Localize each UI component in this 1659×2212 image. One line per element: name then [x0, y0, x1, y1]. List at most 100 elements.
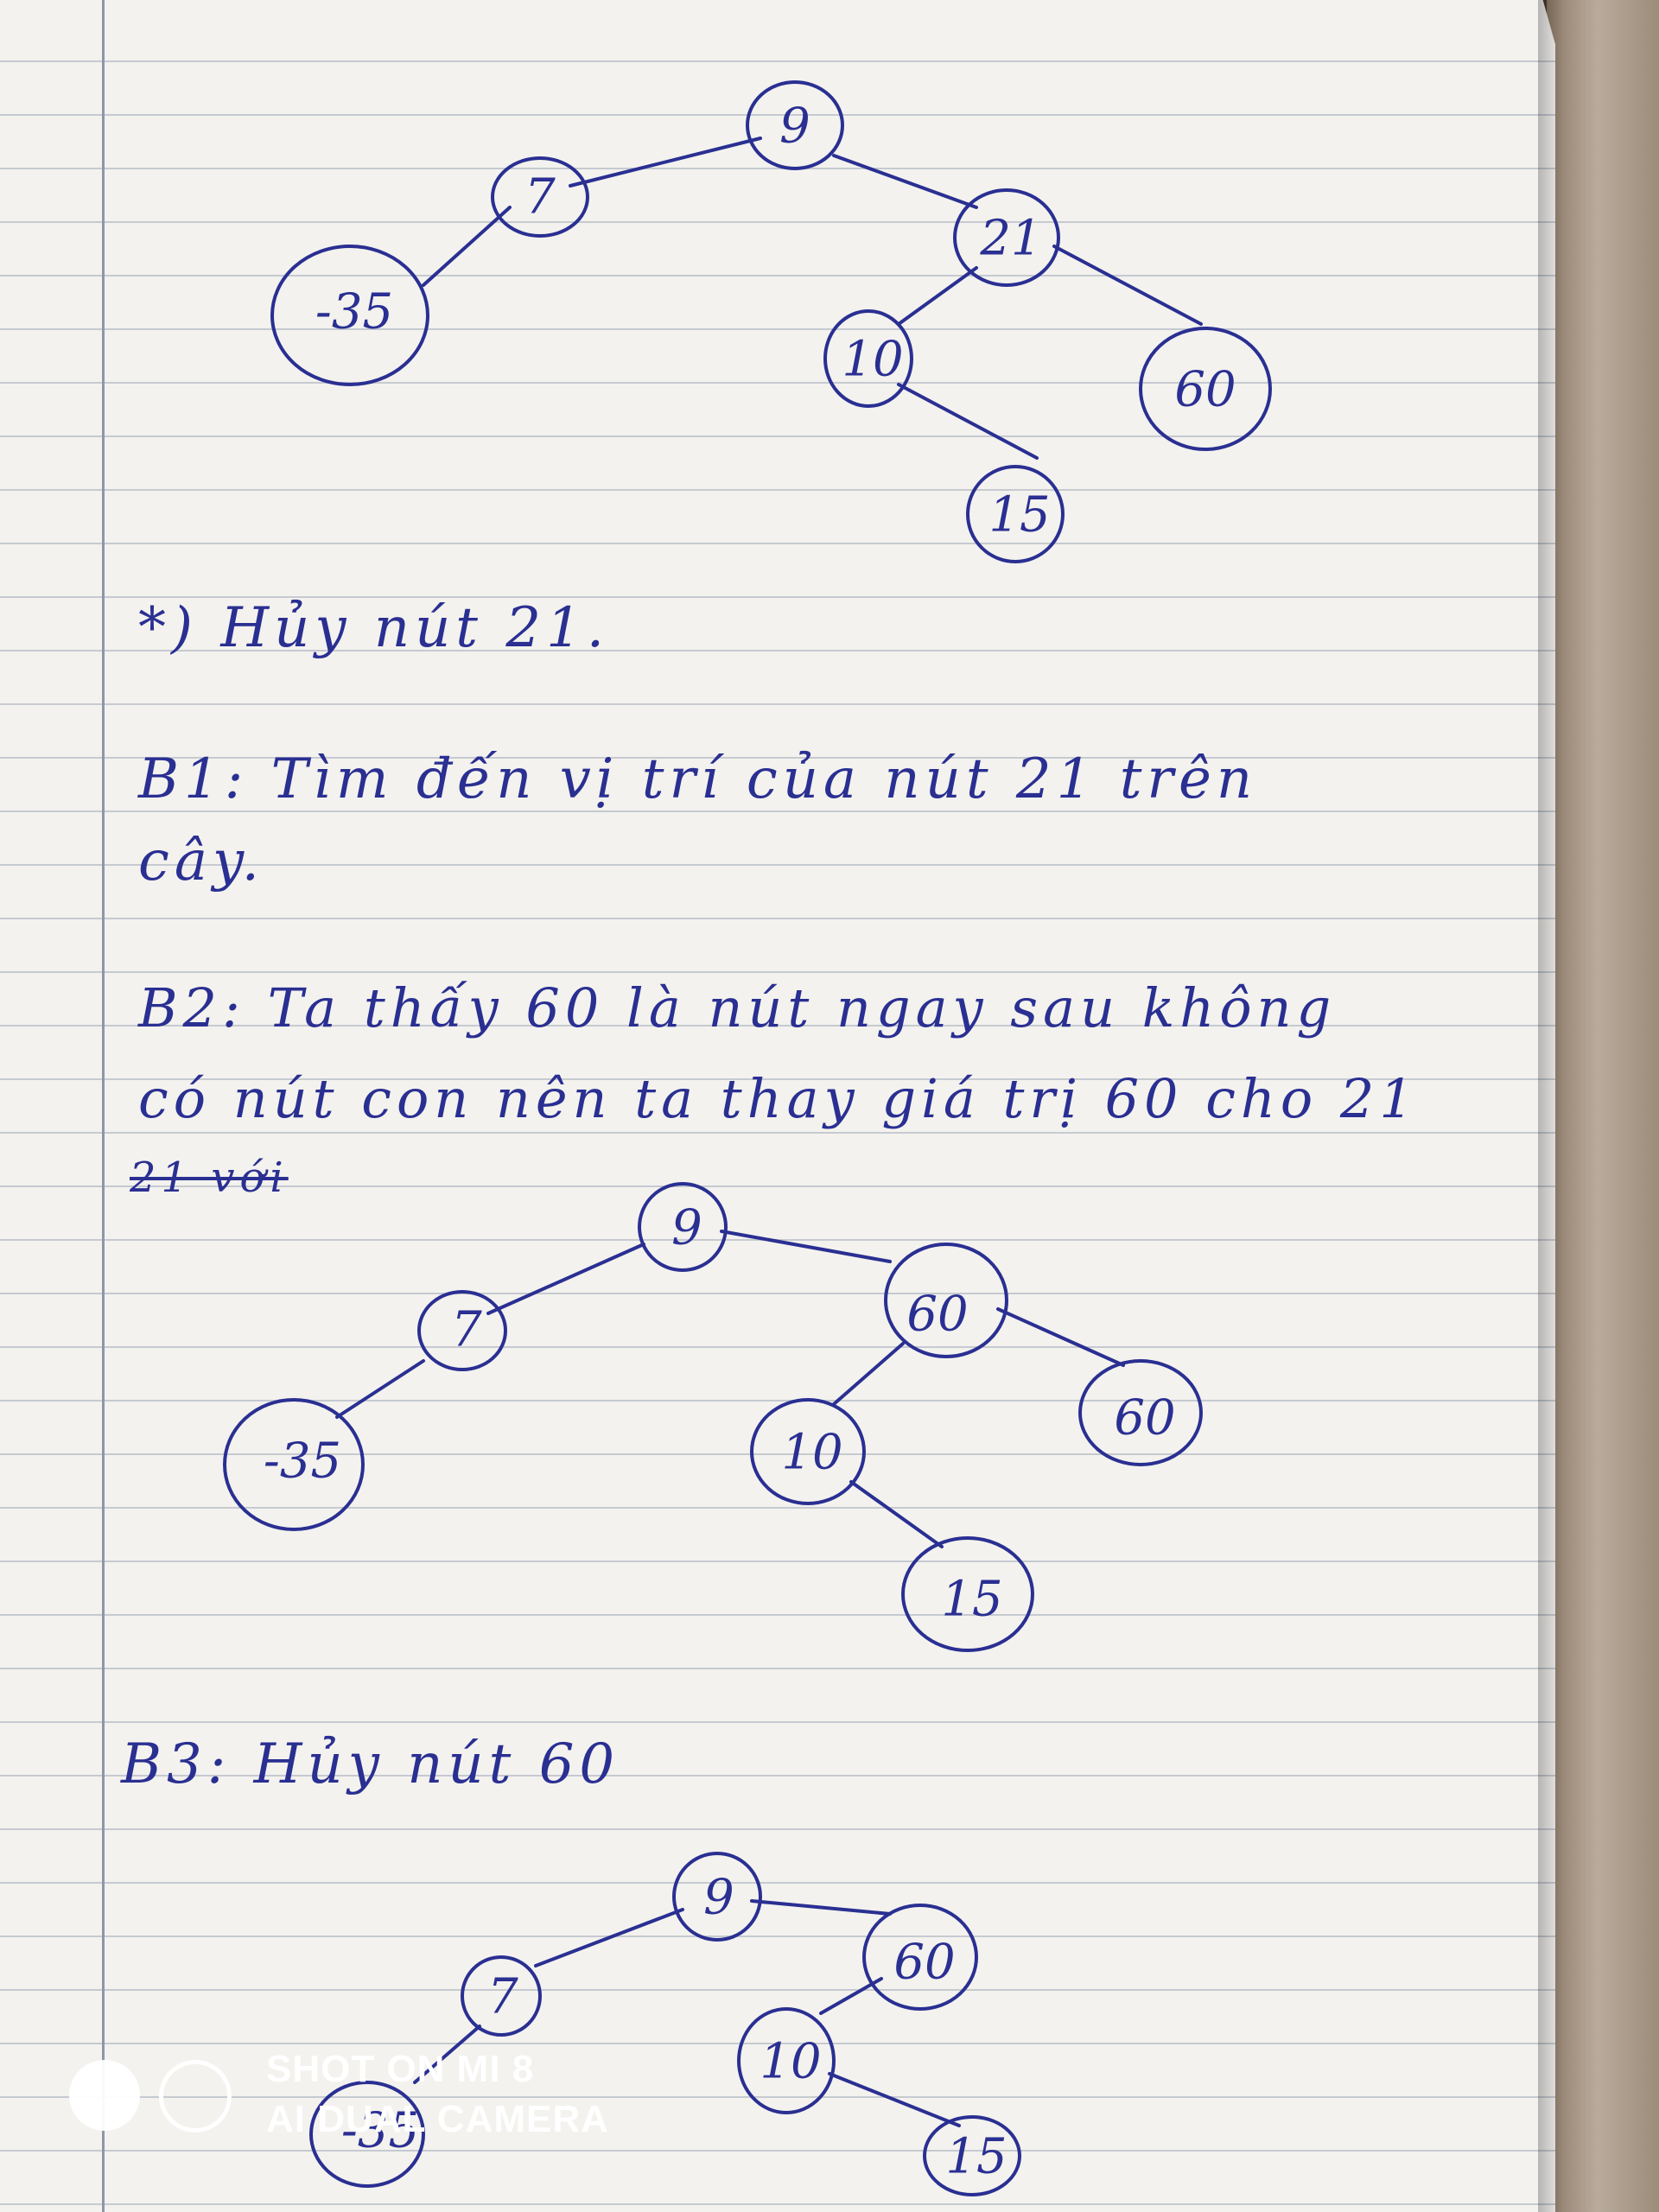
node-circle — [309, 2081, 425, 2188]
node-label: 9 — [703, 1870, 734, 1926]
ruled-line — [0, 918, 1555, 919]
node-circle — [1139, 327, 1272, 451]
ruled-line — [0, 864, 1555, 866]
edge-60-10 — [832, 1342, 905, 1406]
ruled-line — [0, 1185, 1555, 1187]
ruled-line — [0, 971, 1555, 973]
ruled-line — [0, 1668, 1555, 1669]
step-b2-crossed: 21 với — [130, 1154, 289, 1202]
node-circle — [417, 1290, 507, 1371]
node-circle — [223, 1398, 365, 1531]
node-label: 10 — [842, 332, 903, 388]
ruled-line — [0, 2203, 1555, 2205]
node-circle — [638, 1182, 728, 1272]
edge-9-60 — [750, 1899, 892, 1916]
step-b2-line2: có nút con nên ta thay giá trị 60 cho 21 — [138, 1067, 1419, 1130]
edge-10-15 — [897, 383, 1039, 460]
node-circle — [672, 1852, 762, 1942]
node-label: 7 — [451, 1302, 482, 1358]
ruled-line — [0, 489, 1555, 491]
node-circle — [461, 1955, 542, 2037]
ruled-line — [0, 1400, 1555, 1402]
node-label: 9 — [671, 1200, 702, 1256]
background-table — [1547, 0, 1659, 2212]
node-label: 60 — [906, 1287, 968, 1343]
node-label: -35 — [341, 2103, 419, 2159]
node-label: -35 — [315, 284, 393, 340]
step-b3-title: B3: Hủy nút 60 — [121, 1732, 620, 1796]
node-label: 15 — [945, 2129, 1007, 2185]
ruled-line — [0, 703, 1555, 705]
edge-7-35 — [335, 1359, 425, 1419]
edge-7-35 — [422, 206, 512, 287]
ruled-line — [0, 1346, 1555, 1348]
ruled-line — [0, 1721, 1555, 1723]
node-label: 9 — [779, 99, 810, 155]
node-circle — [923, 2115, 1021, 2196]
node-circle — [750, 1398, 866, 1505]
ruled-line — [0, 435, 1555, 437]
ruled-line — [0, 275, 1555, 276]
tree-original: 9 7 -35 21 10 60 15 — [270, 80, 1272, 563]
ruled-line — [0, 2150, 1555, 2152]
ruled-line — [0, 1453, 1555, 1455]
tree-after-delete: 9 7 -35 60 10 15 — [309, 1852, 1021, 2196]
ruled-line — [0, 1936, 1555, 1937]
ruled-line — [0, 168, 1555, 169]
ruled-line — [0, 1507, 1555, 1509]
step-title: *) Hủy nút 21. — [138, 596, 610, 660]
node-label: 15 — [941, 1572, 1002, 1628]
ruled-line — [0, 221, 1555, 223]
node-circle — [746, 80, 844, 170]
ruled-line — [0, 1293, 1555, 1294]
watermark-line1: SHOT ON MI 8 — [266, 2048, 535, 2090]
ruled-line — [0, 1989, 1555, 1991]
ruled-line — [0, 382, 1555, 384]
node-circle — [491, 156, 589, 238]
node-circle — [966, 465, 1065, 563]
node-circle — [862, 1904, 978, 2011]
edge-9-7 — [486, 1243, 645, 1315]
ruled-line — [0, 810, 1555, 812]
edge-9-21 — [832, 154, 978, 209]
node-label: 60 — [1114, 1390, 1175, 1446]
step-b2-line1: B2: Ta thấy 60 là nút ngay sau không — [138, 976, 1337, 1039]
edge-21-60 — [1052, 245, 1203, 326]
ruled-line — [0, 328, 1555, 330]
node-label: 7 — [524, 169, 556, 226]
ruled-line — [0, 543, 1555, 544]
node-circle — [823, 309, 913, 408]
node-label: 21 — [979, 211, 1041, 267]
notebook-page: 9 7 -35 21 10 60 15 *) Hủy nút 21. B1: T… — [0, 0, 1555, 2212]
node-circle — [1078, 1359, 1203, 1466]
ruled-line — [0, 2043, 1555, 2044]
step-b1-line1: B1: Tìm đến vị trí của nút 21 trên — [138, 747, 1258, 811]
node-label: 10 — [781, 1425, 842, 1481]
ruled-line — [0, 60, 1555, 62]
tree-after-replace: 9 7 -35 60 10 60 15 — [223, 1182, 1203, 1652]
page-edge-shadow — [1538, 0, 1564, 2212]
edge-9-7 — [534, 1908, 684, 1967]
margin-line — [102, 0, 105, 2212]
edge-10-15 — [828, 2072, 961, 2127]
node-circle — [901, 1536, 1034, 1652]
node-label: 7 — [487, 1969, 518, 2025]
edge-9-60 — [720, 1230, 892, 1263]
edge-7-35 — [413, 2024, 481, 2084]
node-circle — [270, 245, 429, 386]
ruled-line — [0, 1132, 1555, 1134]
node-circle — [737, 2007, 836, 2114]
ruled-line — [0, 650, 1555, 652]
node-label: 15 — [988, 487, 1050, 543]
ruled-line — [0, 1078, 1555, 1080]
node-label: 10 — [760, 2034, 821, 2090]
edge-10-15 — [849, 1480, 944, 1548]
edge-9-7 — [569, 137, 762, 188]
watermark-line2: AI DUAL CAMERA — [266, 2098, 609, 2140]
filled-circle-icon — [69, 2060, 140, 2131]
node-circle — [953, 188, 1060, 287]
edge-60-60 — [996, 1307, 1125, 1367]
ruled-line — [0, 1882, 1555, 1884]
ruled-line — [0, 1775, 1555, 1777]
node-circle — [884, 1243, 1008, 1358]
